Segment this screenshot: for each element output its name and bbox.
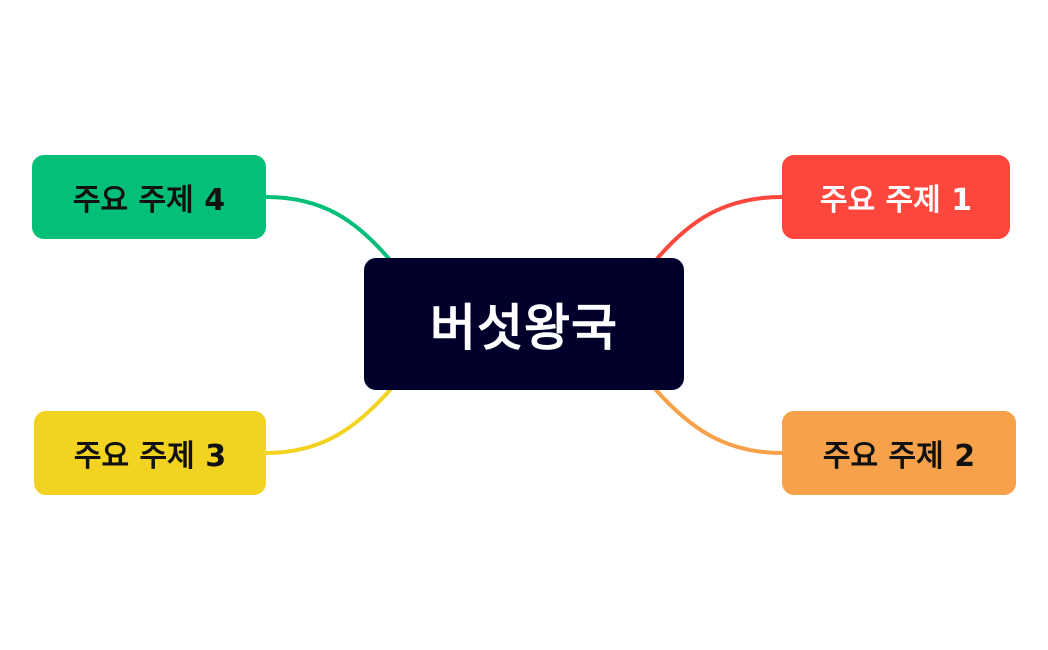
connector-line-topic-1 [654,195,784,262]
connector-line-topic-4 [264,195,392,262]
topic-label-1: 주요 주제 1 [819,183,973,218]
connector-line-topic-2 [654,388,784,455]
topic-label-3: 주요 주제 3 [73,439,227,474]
topic-node-1[interactable]: 주요 주제 1 [782,155,1010,239]
topic-label-4: 주요 주제 4 [72,183,226,218]
topic-label-2: 주요 주제 2 [822,439,976,474]
topic-node-4[interactable]: 주요 주제 4 [32,155,266,239]
topic-node-2[interactable]: 주요 주제 2 [782,411,1016,495]
central-topic-label: 버섯왕국 [430,299,618,357]
connector-line-topic-3 [264,388,392,455]
central-topic-node[interactable]: 버섯왕국 [364,258,684,390]
topic-node-3[interactable]: 주요 주제 3 [34,411,266,495]
